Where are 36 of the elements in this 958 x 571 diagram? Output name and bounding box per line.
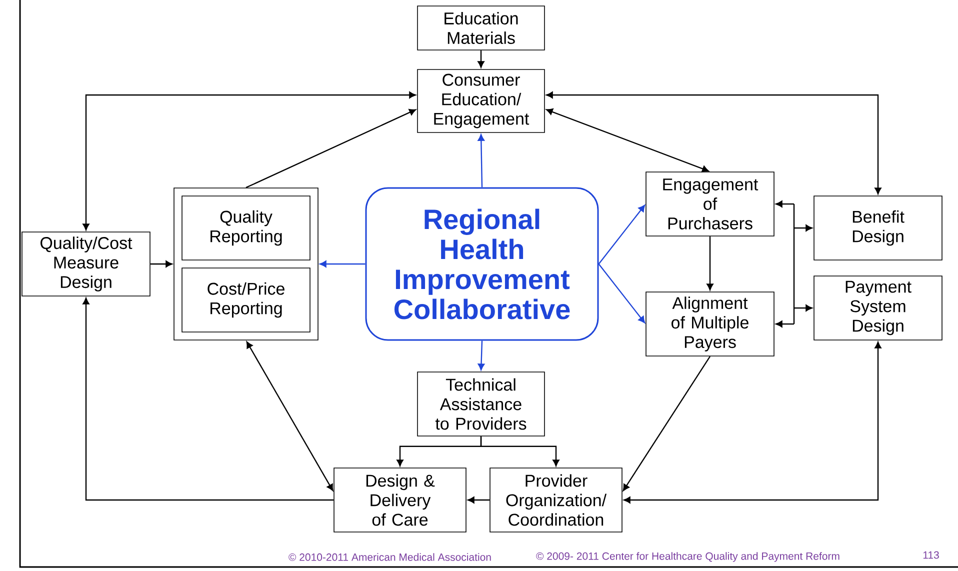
arrow [150, 260, 172, 268]
arrow [776, 200, 812, 328]
process-box: Education Materials [417, 6, 545, 50]
arrow [246, 108, 416, 188]
arrow [480, 436, 560, 466]
rounded-box: Regional Health Improvement Collaborative [365, 187, 599, 341]
arrow [468, 496, 490, 504]
arrow [82, 92, 416, 230]
arrow [478, 340, 485, 370]
footer-text: © 2010-2011 American Medical Association [288, 553, 491, 561]
process-box: Engagement of Purchasers [646, 172, 774, 236]
arrow [546, 108, 709, 172]
page-number: 113 [923, 551, 939, 559]
arrow [624, 342, 882, 504]
process-box: Provider Organization/ Coordination [490, 468, 622, 532]
arrow [82, 298, 334, 501]
process-box: Technical Assistance to Providers [417, 372, 545, 436]
arrow [598, 264, 646, 324]
arrow [706, 236, 714, 290]
process-box: Consumer Education/ Engagement [417, 69, 545, 133]
group-box [174, 188, 318, 340]
process-box: Quality Reporting [182, 196, 310, 260]
arrow [598, 204, 646, 264]
process-box: Alignment of Multiple Payers [646, 292, 774, 356]
process-box: Payment System Design [814, 276, 942, 340]
arrow [320, 260, 366, 268]
process-box: Benefit Design [814, 196, 942, 260]
process-box: Quality/Cost Measure Design [22, 232, 150, 296]
arrow [546, 92, 882, 194]
arrow [478, 50, 484, 68]
arrow [478, 134, 485, 188]
process-box: Design & Delivery of Care [334, 468, 466, 532]
process-box: Cost/Price Reporting [182, 268, 310, 332]
arrow [622, 356, 710, 492]
footer-text: © 2009- 2011 Center for Healthcare Quality and Payment Reform [536, 552, 840, 562]
arrow [246, 341, 334, 491]
